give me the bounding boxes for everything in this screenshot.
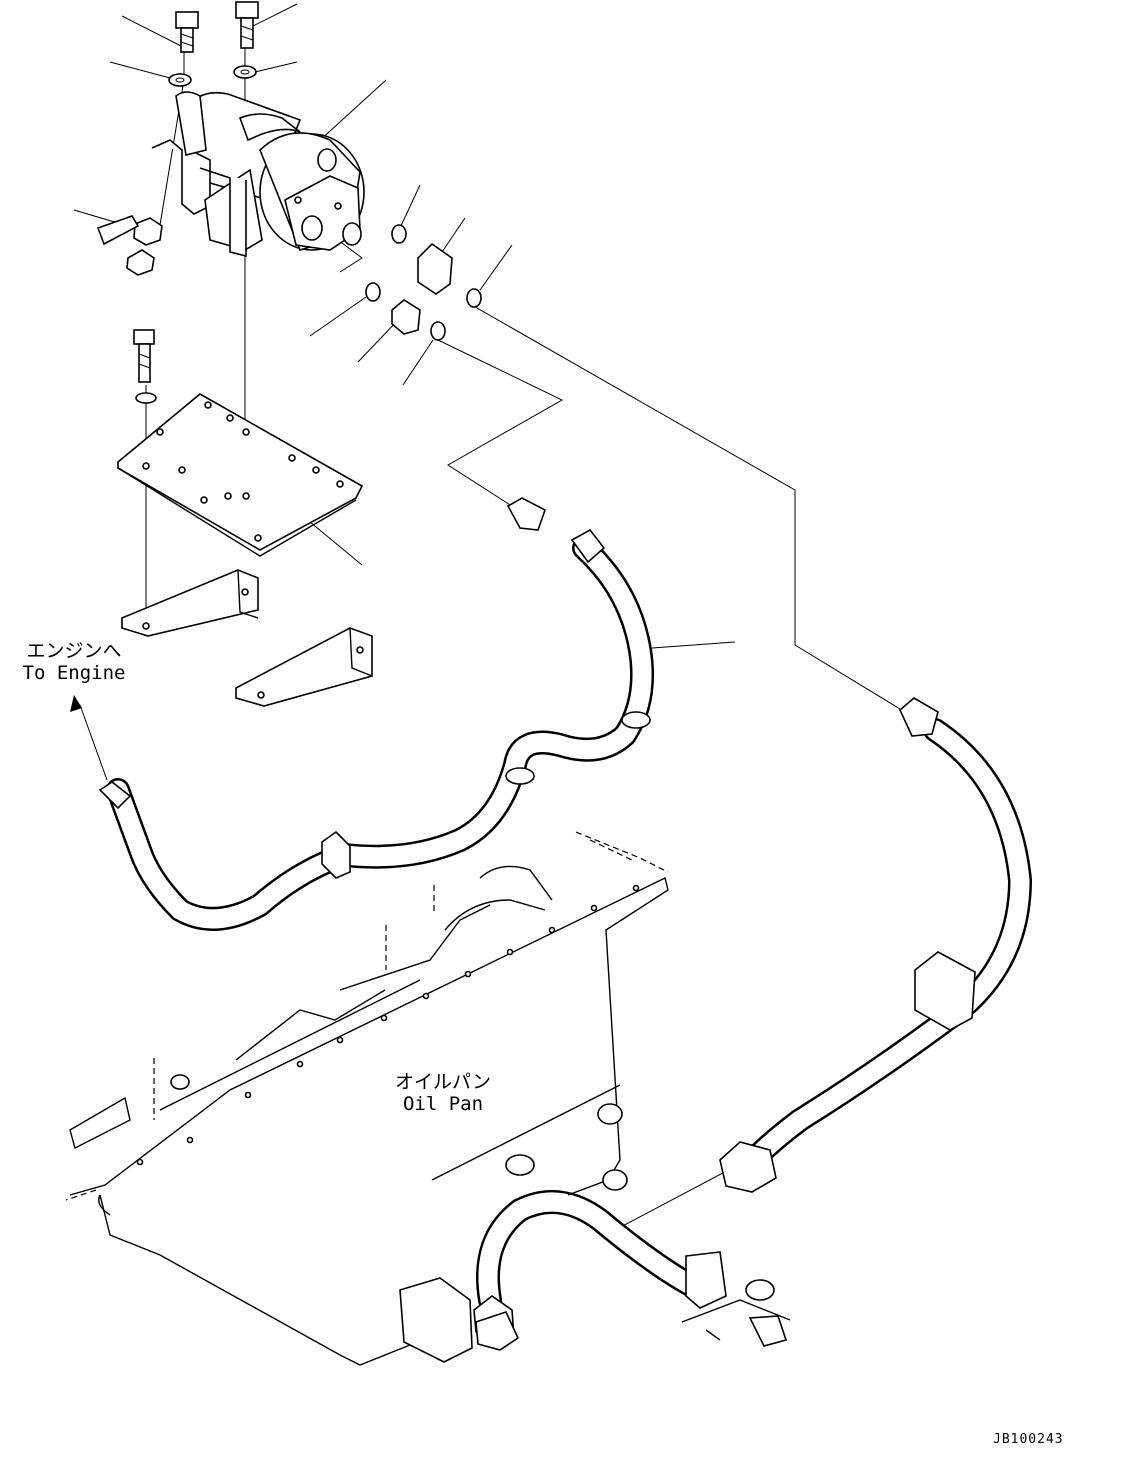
drawing-id: JB100243 (993, 1432, 1064, 1447)
oil-pan (65, 831, 791, 1366)
leader-lines (73, 3, 736, 649)
pump-assembly (151, 91, 365, 258)
oil-pan-label-en: Oil Pan (402, 1093, 484, 1115)
mounting-bolts (96, 1, 259, 404)
routing-lines (79, 40, 906, 1231)
engine-label: エンジンへ To Engine (14, 640, 134, 684)
hose-bottom (473, 1190, 788, 1347)
arrow-up-left-icon (70, 695, 82, 712)
hose-right (719, 697, 1032, 1193)
oil-pan-label-ja: オイルパン (395, 1071, 491, 1093)
oil-pan-label: オイルパン Oil Pan (388, 1071, 498, 1115)
fittings (365, 224, 482, 341)
hose-to-engine (98, 497, 655, 931)
engine-label-en: To Engine (22, 662, 126, 684)
mounting-plate (117, 393, 364, 557)
engine-label-ja: エンジンへ (26, 640, 122, 662)
brackets (121, 569, 373, 707)
